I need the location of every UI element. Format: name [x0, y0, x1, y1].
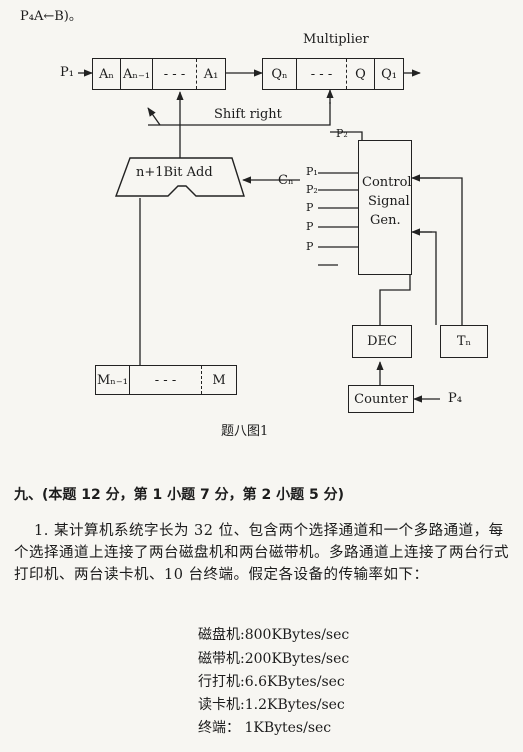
register-m-cell: Mₙ₋₁ [96, 366, 130, 394]
register-m-cell: - - - [130, 366, 202, 394]
t-box: Tₙ [440, 325, 488, 358]
multiplier-diagram [78, 69, 463, 403]
section-heading: 九、(本题 12 分，第 1 小题 7 分，第 2 小题 5 分) [14, 487, 344, 503]
rate-line: 行打机:6.6KBytes/sec [198, 674, 345, 690]
rate-line: 读卡机:1.2KBytes/sec [198, 697, 345, 713]
register-a-cell: A₁ [203, 66, 219, 82]
register-a: Aₙ Aₙ₋₁ - - - A₁ [92, 58, 226, 90]
input-p4-label: P₄ [448, 391, 462, 406]
register-q-cell: - - - [297, 59, 347, 89]
control-signal-generator [358, 140, 412, 275]
control-output-label: P₂ [306, 183, 318, 196]
header-fragment: P₄A←B)。 [20, 9, 82, 24]
register-q: Qₙ - - - Q Q₁ [262, 58, 404, 90]
p-shift-label: P₂ [336, 127, 348, 140]
p2-line [330, 131, 363, 140]
adder-label: n+1Bit Add [136, 165, 213, 180]
control-label-line: Gen. [370, 213, 401, 228]
control-label-line: Control [362, 175, 412, 190]
dec-box: DEC [352, 325, 412, 358]
input-c-label: Cₙ [278, 173, 294, 188]
shift-right-line [148, 102, 331, 126]
register-q-cell: Q₁ [381, 66, 397, 82]
control-label-line: Signal [368, 194, 410, 209]
adder-shape [114, 157, 245, 197]
counter-box: Counter [348, 385, 414, 413]
input-p-label: P₁ [60, 65, 74, 80]
multiplier-label: Multiplier [303, 32, 369, 47]
register-m: Mₙ₋₁ - - - M [95, 365, 237, 395]
control-output-label: P [306, 201, 314, 214]
control-output-label: P [306, 240, 314, 253]
register-a-cell: Aₙ [93, 59, 121, 89]
figure-caption: 题八图1 [221, 424, 269, 439]
register-q-cell: Qₙ [263, 59, 297, 89]
rate-line: 终端： 1KBytes/sec [198, 720, 332, 736]
question-text: 1. 某计算机系统字长为 32 位、包含两个选择通道和一个多路通道，每个选择通道… [14, 523, 509, 583]
shift-right-label: Shift right [214, 107, 282, 122]
dec-to-control-line [379, 275, 411, 325]
rate-line: 磁盘机:800KBytes/sec [198, 627, 350, 643]
register-a-cell: Aₙ₋₁ [121, 59, 153, 89]
register-m-cell: M [212, 372, 226, 388]
register-q-cell: Q [347, 59, 375, 89]
shift-right-left-arrow [147, 107, 161, 126]
rate-line: 磁带机:200KBytes/sec [198, 651, 350, 667]
control-output-label: P₁ [306, 165, 318, 178]
register-a-cell: - - - [153, 59, 197, 89]
control-output-label: P [306, 220, 314, 233]
